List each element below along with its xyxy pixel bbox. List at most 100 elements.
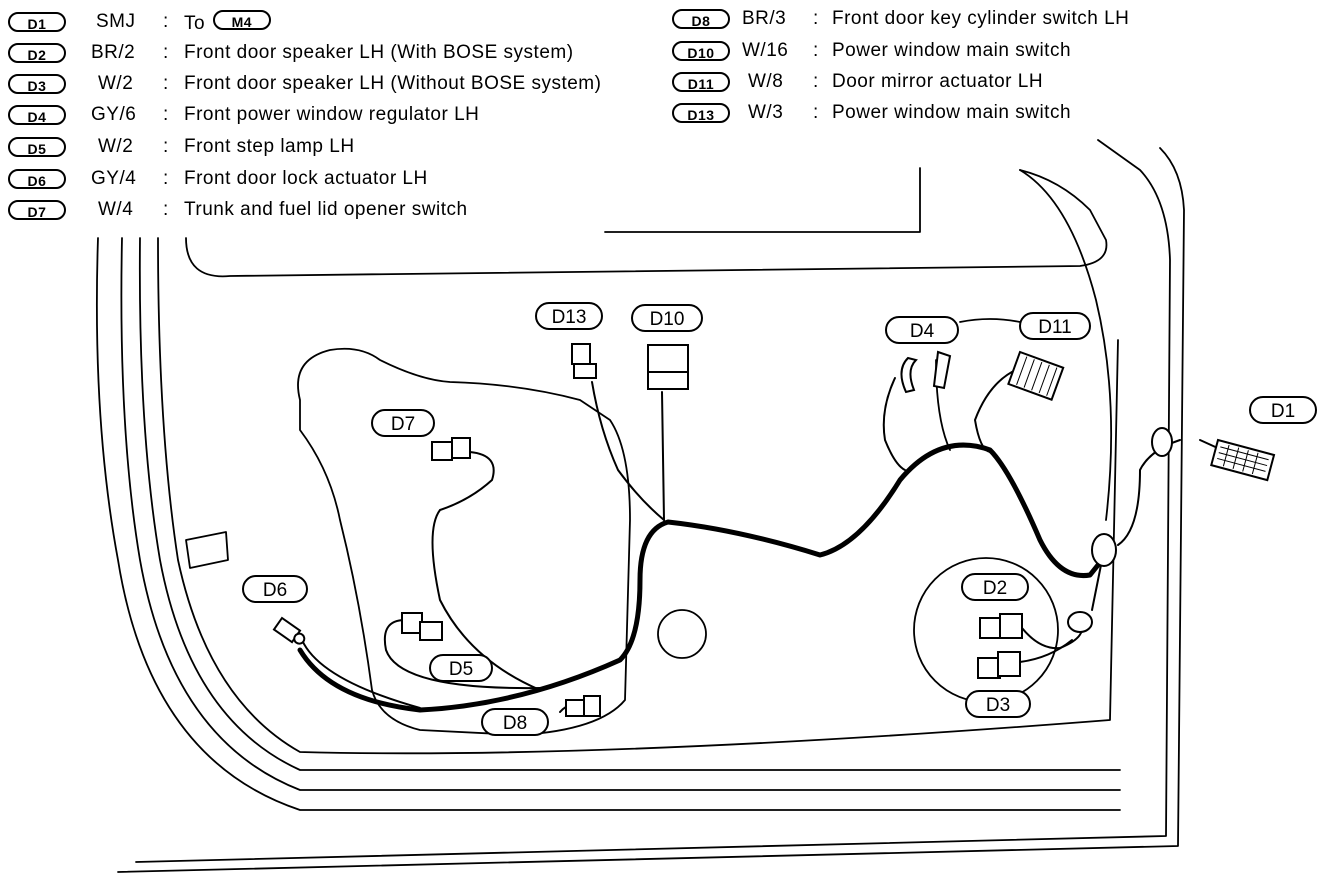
door-outline: [117, 147, 1185, 873]
legend-wire-d7: W/4: [98, 199, 134, 220]
legend-code-d5: D5: [8, 137, 66, 157]
legend-row-d6: D6 GY/4 : Front door lock actuator LH: [8, 166, 648, 192]
legend-code-d10: D10: [672, 41, 730, 61]
main-harness: [297, 442, 1113, 713]
connector-d6: [272, 616, 306, 645]
legend-desc-prefix-d1: To: [184, 12, 206, 34]
legend-row-d7: D7 W/4 : Trunk and fuel lid opener switc…: [8, 197, 648, 223]
legend-wire-d1: SMJ: [96, 11, 136, 32]
legend-desc-d10: Power window main switch: [832, 40, 1072, 61]
access-hole: [657, 609, 707, 659]
legend-ref-m4: M4: [212, 9, 271, 30]
legend-desc-d6: Front door lock actuator LH: [184, 168, 428, 189]
legend-wire-d10: W/16: [742, 40, 789, 61]
connector-d1: [1210, 438, 1276, 482]
legend-desc-d4: Front power window regulator LH: [184, 104, 480, 125]
wire-d4: [882, 377, 906, 471]
legend-row-d11: D11 W/8 : Door mirror actuator LH: [672, 69, 1232, 95]
door-tab: [185, 531, 229, 569]
legend-code-d4: D4: [8, 105, 66, 125]
legend-wire-d11: W/8: [748, 71, 784, 92]
legend-code-d8: D8: [672, 9, 730, 29]
grommet-door: [1091, 533, 1117, 567]
callout-d5: D5: [429, 654, 493, 682]
legend-desc-d3: Front door speaker LH (Without BOSE syst…: [184, 73, 602, 94]
legend-separator: :: [163, 136, 169, 157]
callout-d11-label: D11: [1038, 317, 1071, 338]
wire-d6: [301, 639, 421, 709]
legend-desc-d8: Front door key cylinder switch LH: [832, 8, 1130, 29]
callouts: D13 D10 D4 D11 D1 D7 D6 D5: [242, 302, 1317, 736]
wire-d11: [973, 367, 1021, 453]
callout-d2: D2: [961, 573, 1029, 601]
callout-d7: D7: [371, 409, 435, 437]
callout-d2-label: D2: [983, 578, 1007, 599]
legend-separator: :: [163, 42, 169, 63]
legend-code-d1: D1: [8, 12, 66, 32]
legend-desc-d11: Door mirror actuator LH: [832, 71, 1044, 92]
callout-d10: D10: [631, 304, 703, 332]
wire-d1: [1117, 439, 1181, 546]
callout-d13: D13: [535, 302, 603, 330]
callout-d8-label: D8: [503, 713, 527, 734]
door-frame-left-4: [157, 237, 1119, 755]
callout-d10-label: D10: [650, 309, 685, 330]
legend-desc-d13: Power window main switch: [832, 102, 1072, 123]
legend-wire-d6: GY/4: [91, 168, 137, 189]
callout-d13-label: D13: [552, 307, 587, 328]
grommet-d1: [1151, 427, 1173, 457]
legend-separator: :: [813, 8, 819, 29]
legend-desc-d7: Trunk and fuel lid opener switch: [184, 199, 468, 220]
legend-wire-d5: W/2: [98, 136, 134, 157]
door-trim-top: [185, 169, 1108, 278]
connector-d7: [431, 437, 471, 461]
wire-speaker-2: [1019, 639, 1073, 663]
legend-code-d2: D2: [8, 43, 66, 63]
door-outline-inner: [135, 139, 1171, 863]
legend-desc-d1: To M4: [184, 9, 271, 35]
legend-wire-d2: BR/2: [91, 42, 136, 63]
callout-d3: D3: [965, 690, 1031, 718]
connector-d5: [401, 612, 443, 641]
legend-row-d5: D5 W/2 : Front step lamp LH: [8, 134, 648, 160]
wire-d10: [661, 391, 665, 521]
legend-wire-d4: GY/6: [91, 104, 137, 125]
callout-d4-label: D4: [910, 321, 935, 342]
connector-d8: [565, 695, 601, 717]
legend-wire-d8: BR/3: [742, 8, 787, 29]
legend-desc-d2: Front door speaker LH (With BOSE system): [184, 42, 574, 63]
legend-separator: :: [813, 40, 819, 61]
legend-separator: :: [163, 199, 169, 220]
grommet-speaker: [1067, 611, 1093, 633]
inner-panel-outline: [297, 347, 631, 736]
door-frame-left-3: [138, 237, 1121, 771]
legend-row-d3: D3 W/2 : Front door speaker LH (Without …: [8, 71, 668, 97]
wire-d7: [431, 451, 541, 691]
callout-d4: D4: [885, 316, 959, 344]
d4-d11-link: [959, 318, 1021, 323]
door-frame-left: [95, 237, 1121, 811]
legend-wire-d3: W/2: [98, 73, 134, 94]
callout-d6-label: D6: [263, 580, 287, 601]
legend-row-d8: D8 BR/3 : Front door key cylinder switch…: [672, 6, 1232, 32]
legend-code-d3: D3: [8, 74, 66, 94]
callout-d3-label: D3: [986, 695, 1010, 716]
wire-grommet: [1091, 559, 1103, 611]
legend-code-d6: D6: [8, 169, 66, 189]
legend-wire-d13: W/3: [748, 102, 784, 123]
legend-separator: :: [163, 11, 169, 32]
connector-d13: [571, 343, 597, 379]
legend-separator: :: [813, 71, 819, 92]
connector-d4: [900, 350, 952, 394]
legend-row-d10: D10 W/16 : Power window main switch: [672, 38, 1232, 64]
connector-d11: [1007, 350, 1065, 401]
legend-row-d13: D13 W/3 : Power window main switch: [672, 100, 1232, 126]
legend-row-d2: D2 BR/2 : Front door speaker LH (With BO…: [8, 40, 668, 66]
callout-d1: D1: [1249, 396, 1317, 424]
connector-d3: [977, 651, 1021, 679]
legend-code-d7: D7: [8, 200, 66, 220]
legend-separator: :: [163, 104, 169, 125]
door-trim-top-2: [604, 167, 921, 233]
legend-row-d1: D1 SMJ : To M4: [8, 9, 648, 35]
